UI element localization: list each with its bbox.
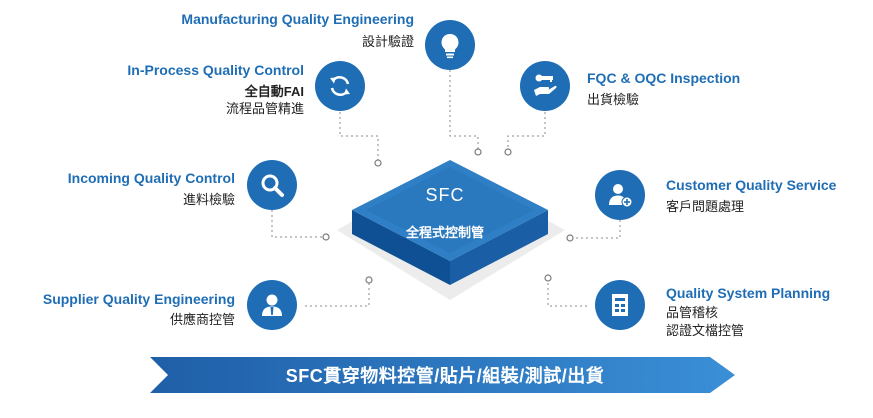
mfg-sub: 設計驗證 (361, 34, 414, 49)
fqc-sub: 出貨檢驗 (587, 92, 640, 107)
qsp-sub2: 認證文檔控管 (666, 323, 745, 338)
cqs-sub: 客戶問題處理 (666, 199, 745, 214)
mfg-title: Manufacturing Quality Engineering (181, 11, 414, 27)
qsp-sub1: 品管稽核 (666, 305, 719, 320)
ipqc-title: In-Process Quality Control (127, 62, 304, 78)
cqs-title: Customer Quality Service (666, 177, 837, 193)
search-icon (247, 160, 297, 210)
lightbulb-icon (425, 20, 475, 70)
sfc-sublabel: 全程式控制管 (405, 225, 484, 240)
user-plus-icon (595, 170, 645, 220)
sqe-title: Supplier Quality Engineering (42, 291, 235, 307)
ipqc-sub1: 全自動FAI (244, 84, 304, 99)
banner-text: SFC貫穿物料控管/貼片/組裝/測試/出貨 (285, 366, 605, 386)
document-icon (595, 280, 645, 330)
hand-key-icon (520, 61, 570, 111)
qsp-title: Quality System Planning (666, 285, 831, 301)
fqc-title: FQC & OQC Inspection (587, 70, 741, 86)
iqc-title: Incoming Quality Control (67, 170, 235, 186)
iqc-sub: 進料檢驗 (182, 192, 235, 207)
ipqc-sub2: 流程品管精進 (225, 101, 304, 116)
sqe-sub: 供應商控管 (169, 312, 235, 327)
sfc-label: SFC (425, 185, 465, 205)
user-icon (247, 280, 297, 330)
refresh-icon (315, 61, 365, 111)
